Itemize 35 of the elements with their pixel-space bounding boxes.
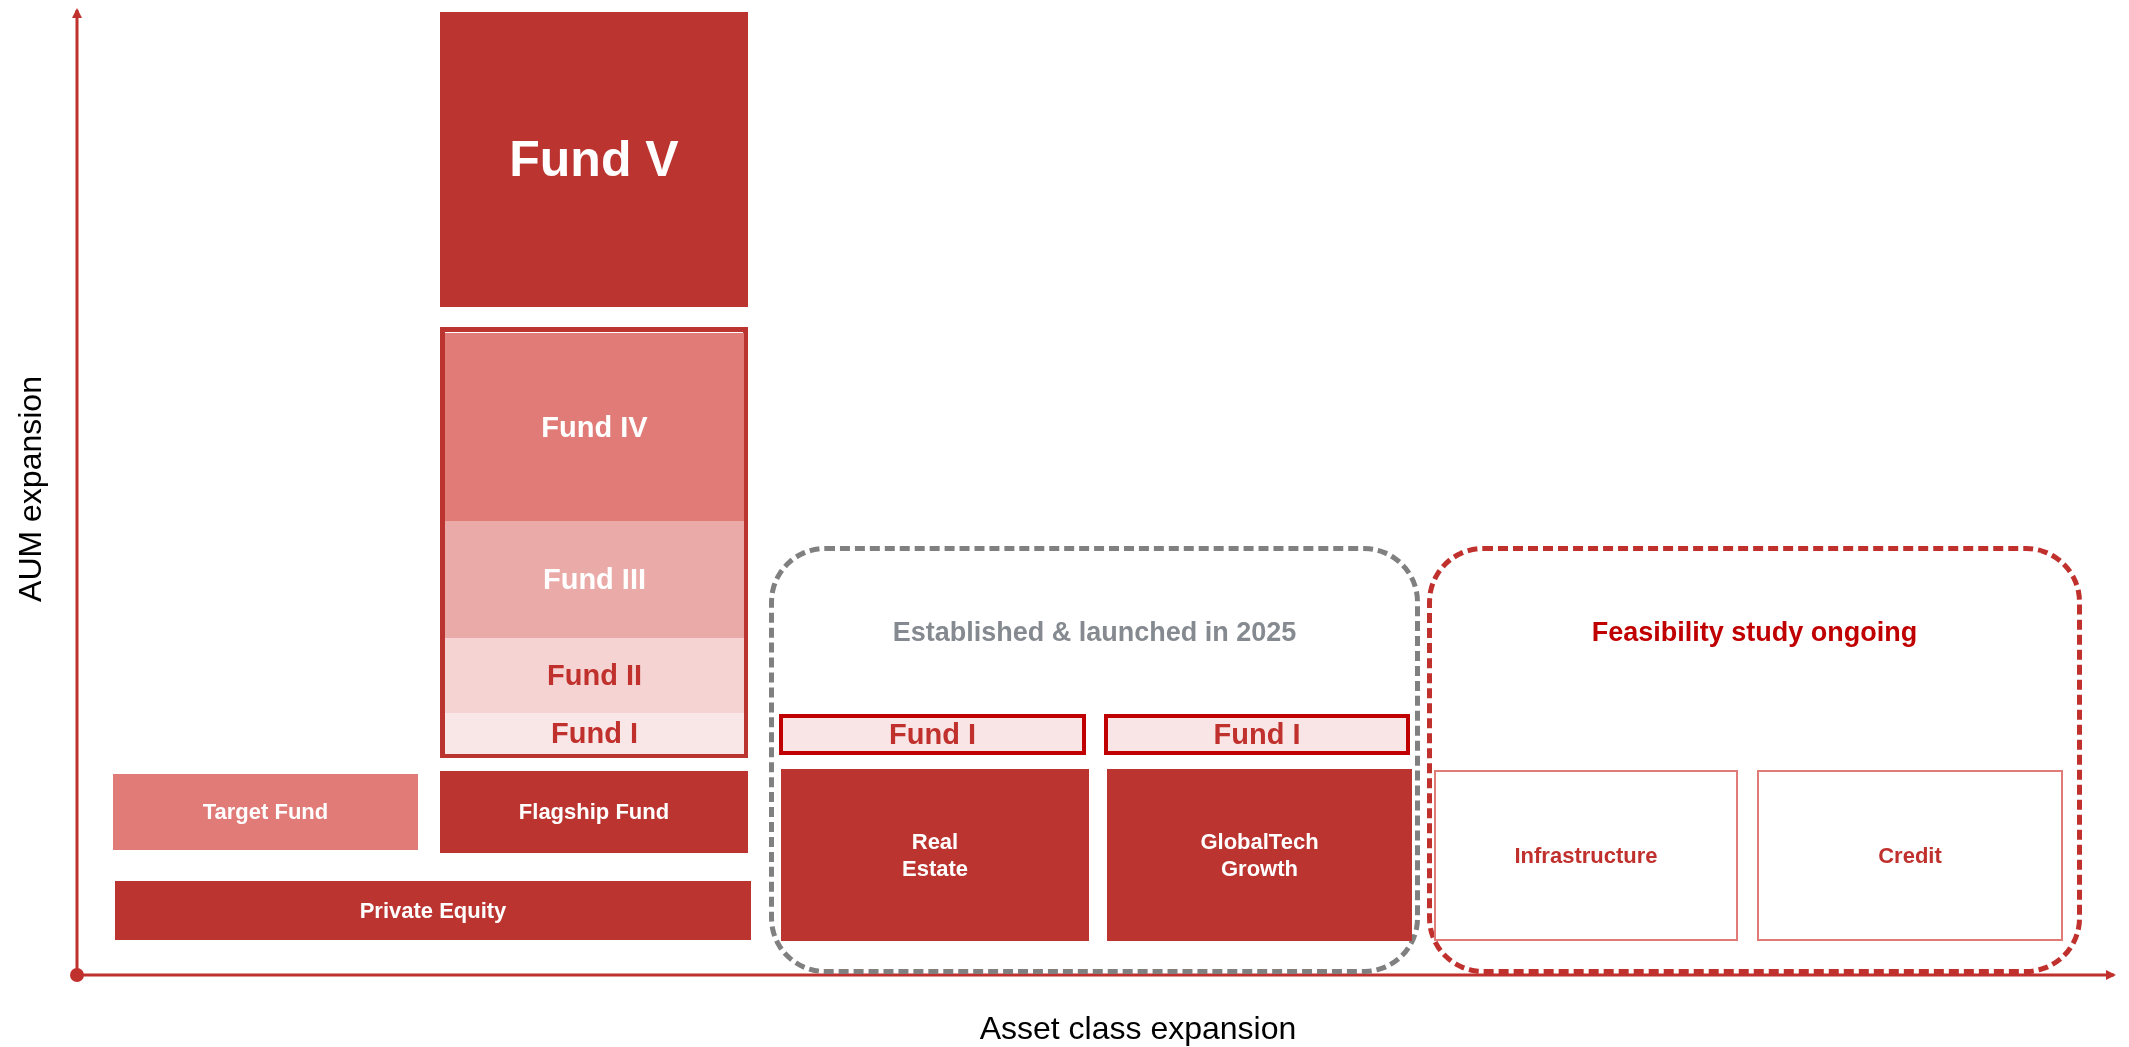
fund-block <box>1107 769 1412 941</box>
fund-block <box>445 521 744 638</box>
dashed-group-outline <box>769 546 1420 974</box>
fund-block <box>445 638 744 713</box>
fund-block <box>1104 714 1410 755</box>
block-label: Fund II <box>547 658 642 694</box>
block-label: Infrastructure <box>1514 841 1658 870</box>
axis-label: AUM expansion <box>11 376 49 602</box>
block-label: GlobalTech Growth <box>1199 827 1320 883</box>
block-label: Real Estate <box>900 827 969 883</box>
fund-block <box>440 12 748 307</box>
block-label: Fund V <box>509 130 679 190</box>
fund-stack-frame <box>440 327 748 758</box>
block-label: Fund III <box>542 562 647 598</box>
block-label: Flagship Fund <box>518 798 670 826</box>
block-label: Fund IV <box>541 409 648 445</box>
fund-block <box>781 769 1089 941</box>
fund-block <box>779 714 1086 755</box>
fund-block <box>445 713 744 754</box>
fund-block <box>440 771 748 853</box>
fund-block <box>115 881 751 940</box>
fund-block <box>445 333 744 521</box>
fund-block <box>113 774 418 850</box>
block-label: Private Equity <box>359 896 507 925</box>
block-label: Fund I <box>1213 717 1301 753</box>
dashed-group-outline <box>1427 546 2082 974</box>
fund-block <box>1757 770 2063 941</box>
block-label: Credit <box>1878 841 1942 870</box>
group-heading: Established & launched in 2025 <box>891 617 1298 648</box>
fund-block <box>1434 770 1738 941</box>
block-label: Fund I <box>889 717 976 753</box>
axis-label: Asset class expansion <box>979 1009 1297 1047</box>
block-label: Target Fund <box>202 798 329 826</box>
block-label: Fund I <box>551 716 638 752</box>
group-heading: Feasibility study ongoing <box>1590 617 1919 648</box>
